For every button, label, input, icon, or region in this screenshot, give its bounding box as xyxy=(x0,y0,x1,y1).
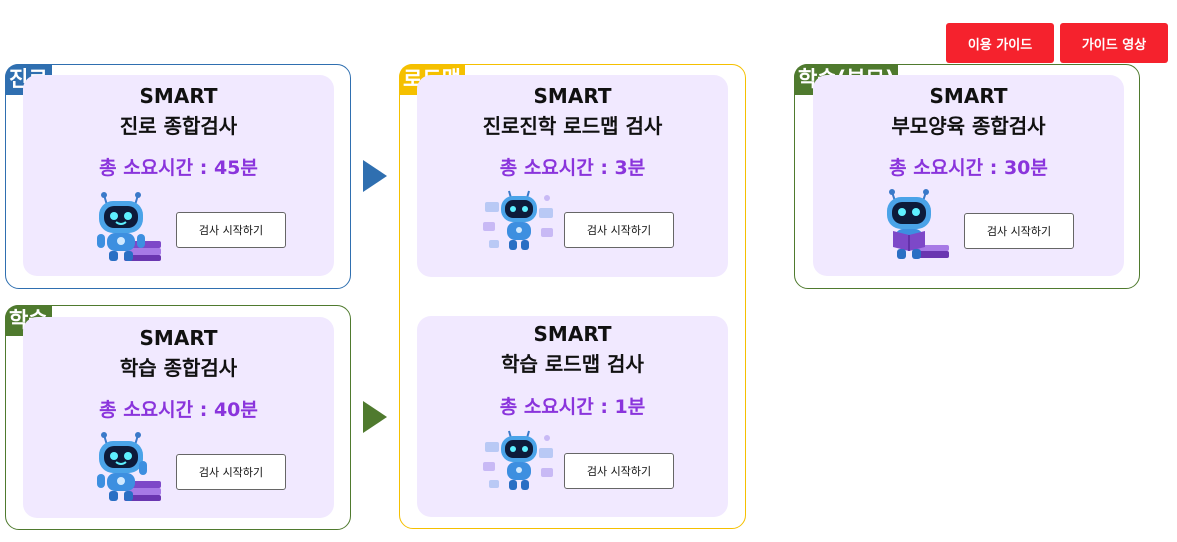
start-test-button[interactable]: 검사 시작하기 xyxy=(176,212,286,248)
card-duration: 총 소요시간 : 30분 xyxy=(889,157,1048,179)
card-duration: 총 소요시간 : 1분 xyxy=(499,396,646,418)
card-title-line1: SMART xyxy=(533,84,612,108)
card-title-line2: 부모양육 종합검사 xyxy=(891,114,1046,138)
card-duration: 총 소요시간 : 3분 xyxy=(499,157,646,179)
card-title-line2: 진로 종합검사 xyxy=(119,114,238,138)
robot-reading-book-icon xyxy=(887,189,949,259)
start-test-button[interactable]: 검사 시작하기 xyxy=(176,454,286,490)
robot-with-books-icon xyxy=(97,192,161,261)
arrow-right-icon xyxy=(363,160,387,192)
robot-with-screens-icon xyxy=(483,430,553,490)
card-duration: 총 소요시간 : 45분 xyxy=(99,157,258,179)
roadmap-group: 로드맵 SMART 진로진학 로드맵 검사 총 소요시간 : 3분 검사 시작하… xyxy=(399,64,746,529)
start-test-button[interactable]: 검사 시작하기 xyxy=(564,453,674,489)
card-title-line1: SMART xyxy=(139,84,218,108)
learning-group: 학습 SMART 학습 종합검사 총 소요시간 : 40분 검사 시작하기 xyxy=(5,305,351,530)
card-title-line1: SMART xyxy=(929,84,1008,108)
card-title-line2: 학습 종합검사 xyxy=(119,356,238,380)
parent-group: 학습(부모) SMART 부모양육 종합검사 총 소요시간 : 30분 검사 시… xyxy=(794,64,1140,289)
career-card: SMART 진로 종합검사 총 소요시간 : 45분 검사 시작하기 xyxy=(23,75,334,276)
career-group: 진로 SMART 진로 종합검사 총 소요시간 : 45분 검사 시작하기 xyxy=(5,64,351,289)
start-test-button[interactable]: 검사 시작하기 xyxy=(964,213,1074,249)
robot-with-books-icon xyxy=(97,432,161,501)
learning-card: SMART 학습 종합검사 총 소요시간 : 40분 검사 시작하기 xyxy=(23,317,334,518)
usage-guide-button[interactable]: 이용 가이드 xyxy=(946,23,1054,63)
parent-card: SMART 부모양육 종합검사 총 소요시간 : 30분 검사 시작하기 xyxy=(813,75,1124,276)
guide-video-button[interactable]: 가이드 영상 xyxy=(1060,23,1168,63)
roadmap-card-learning: SMART 학습 로드맵 검사 총 소요시간 : 1분 검사 시작하기 xyxy=(417,316,728,517)
card-title-line1: SMART xyxy=(533,322,612,346)
card-duration: 총 소요시간 : 40분 xyxy=(99,399,258,421)
start-test-button[interactable]: 검사 시작하기 xyxy=(564,212,674,248)
roadmap-card-career: SMART 진로진학 로드맵 검사 총 소요시간 : 3분 검사 시작하기 xyxy=(417,75,728,277)
card-title-line2: 진로진학 로드맵 검사 xyxy=(482,114,663,138)
card-title-line2: 학습 로드맵 검사 xyxy=(501,352,644,376)
robot-with-screens-icon xyxy=(483,190,553,250)
card-title-line1: SMART xyxy=(139,326,218,350)
arrow-right-icon xyxy=(363,401,387,433)
